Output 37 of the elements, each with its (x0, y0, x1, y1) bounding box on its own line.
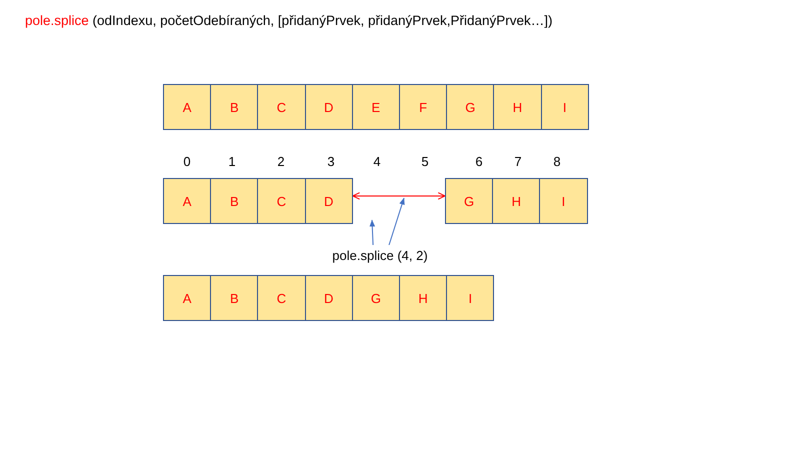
index-number: 3 (326, 154, 336, 169)
array-cell: I (539, 178, 588, 224)
index-number: 6 (474, 154, 484, 169)
array-cell: I (540, 84, 589, 130)
array-cell: A (163, 178, 212, 224)
array-cell: D (304, 178, 353, 224)
array-cell: B (210, 178, 258, 224)
index-number: 0 (182, 154, 192, 169)
array-cell: H (493, 84, 542, 130)
array-cell: A (163, 275, 212, 321)
array-cell: C (257, 178, 306, 224)
array-cell: H (492, 178, 540, 224)
leader-arrow (369, 220, 376, 246)
array-cell: D (304, 84, 353, 130)
array-cell: A (163, 84, 212, 130)
array-cell: B (210, 275, 258, 321)
array-cell: G (352, 275, 400, 321)
index-number: 5 (420, 154, 430, 169)
index-number: 4 (372, 154, 382, 169)
array-cell: E (352, 84, 400, 130)
leader-arrow (388, 198, 405, 246)
array-cell: B (210, 84, 258, 130)
array-cell: C (257, 275, 306, 321)
double-arrow (352, 192, 446, 200)
array-cell: G (446, 84, 494, 130)
array-cell: D (304, 275, 353, 321)
code-label: pole.splice (4, 2) (322, 245, 438, 265)
index-number: 8 (552, 154, 562, 169)
array-cell: C (257, 84, 306, 130)
index-number: 7 (513, 154, 523, 169)
array-cell: F (399, 84, 448, 130)
array-cell: H (399, 275, 448, 321)
array-cell: G (445, 178, 494, 224)
title-text: pole.splice (odIndexu, početOdebíraných, [přidanýPrvek, přidanýPrvek,PřidanýPrvek…]) (25, 13, 553, 28)
index-number: 1 (227, 154, 237, 169)
index-number: 2 (276, 154, 286, 169)
array-cell: I (446, 275, 494, 321)
